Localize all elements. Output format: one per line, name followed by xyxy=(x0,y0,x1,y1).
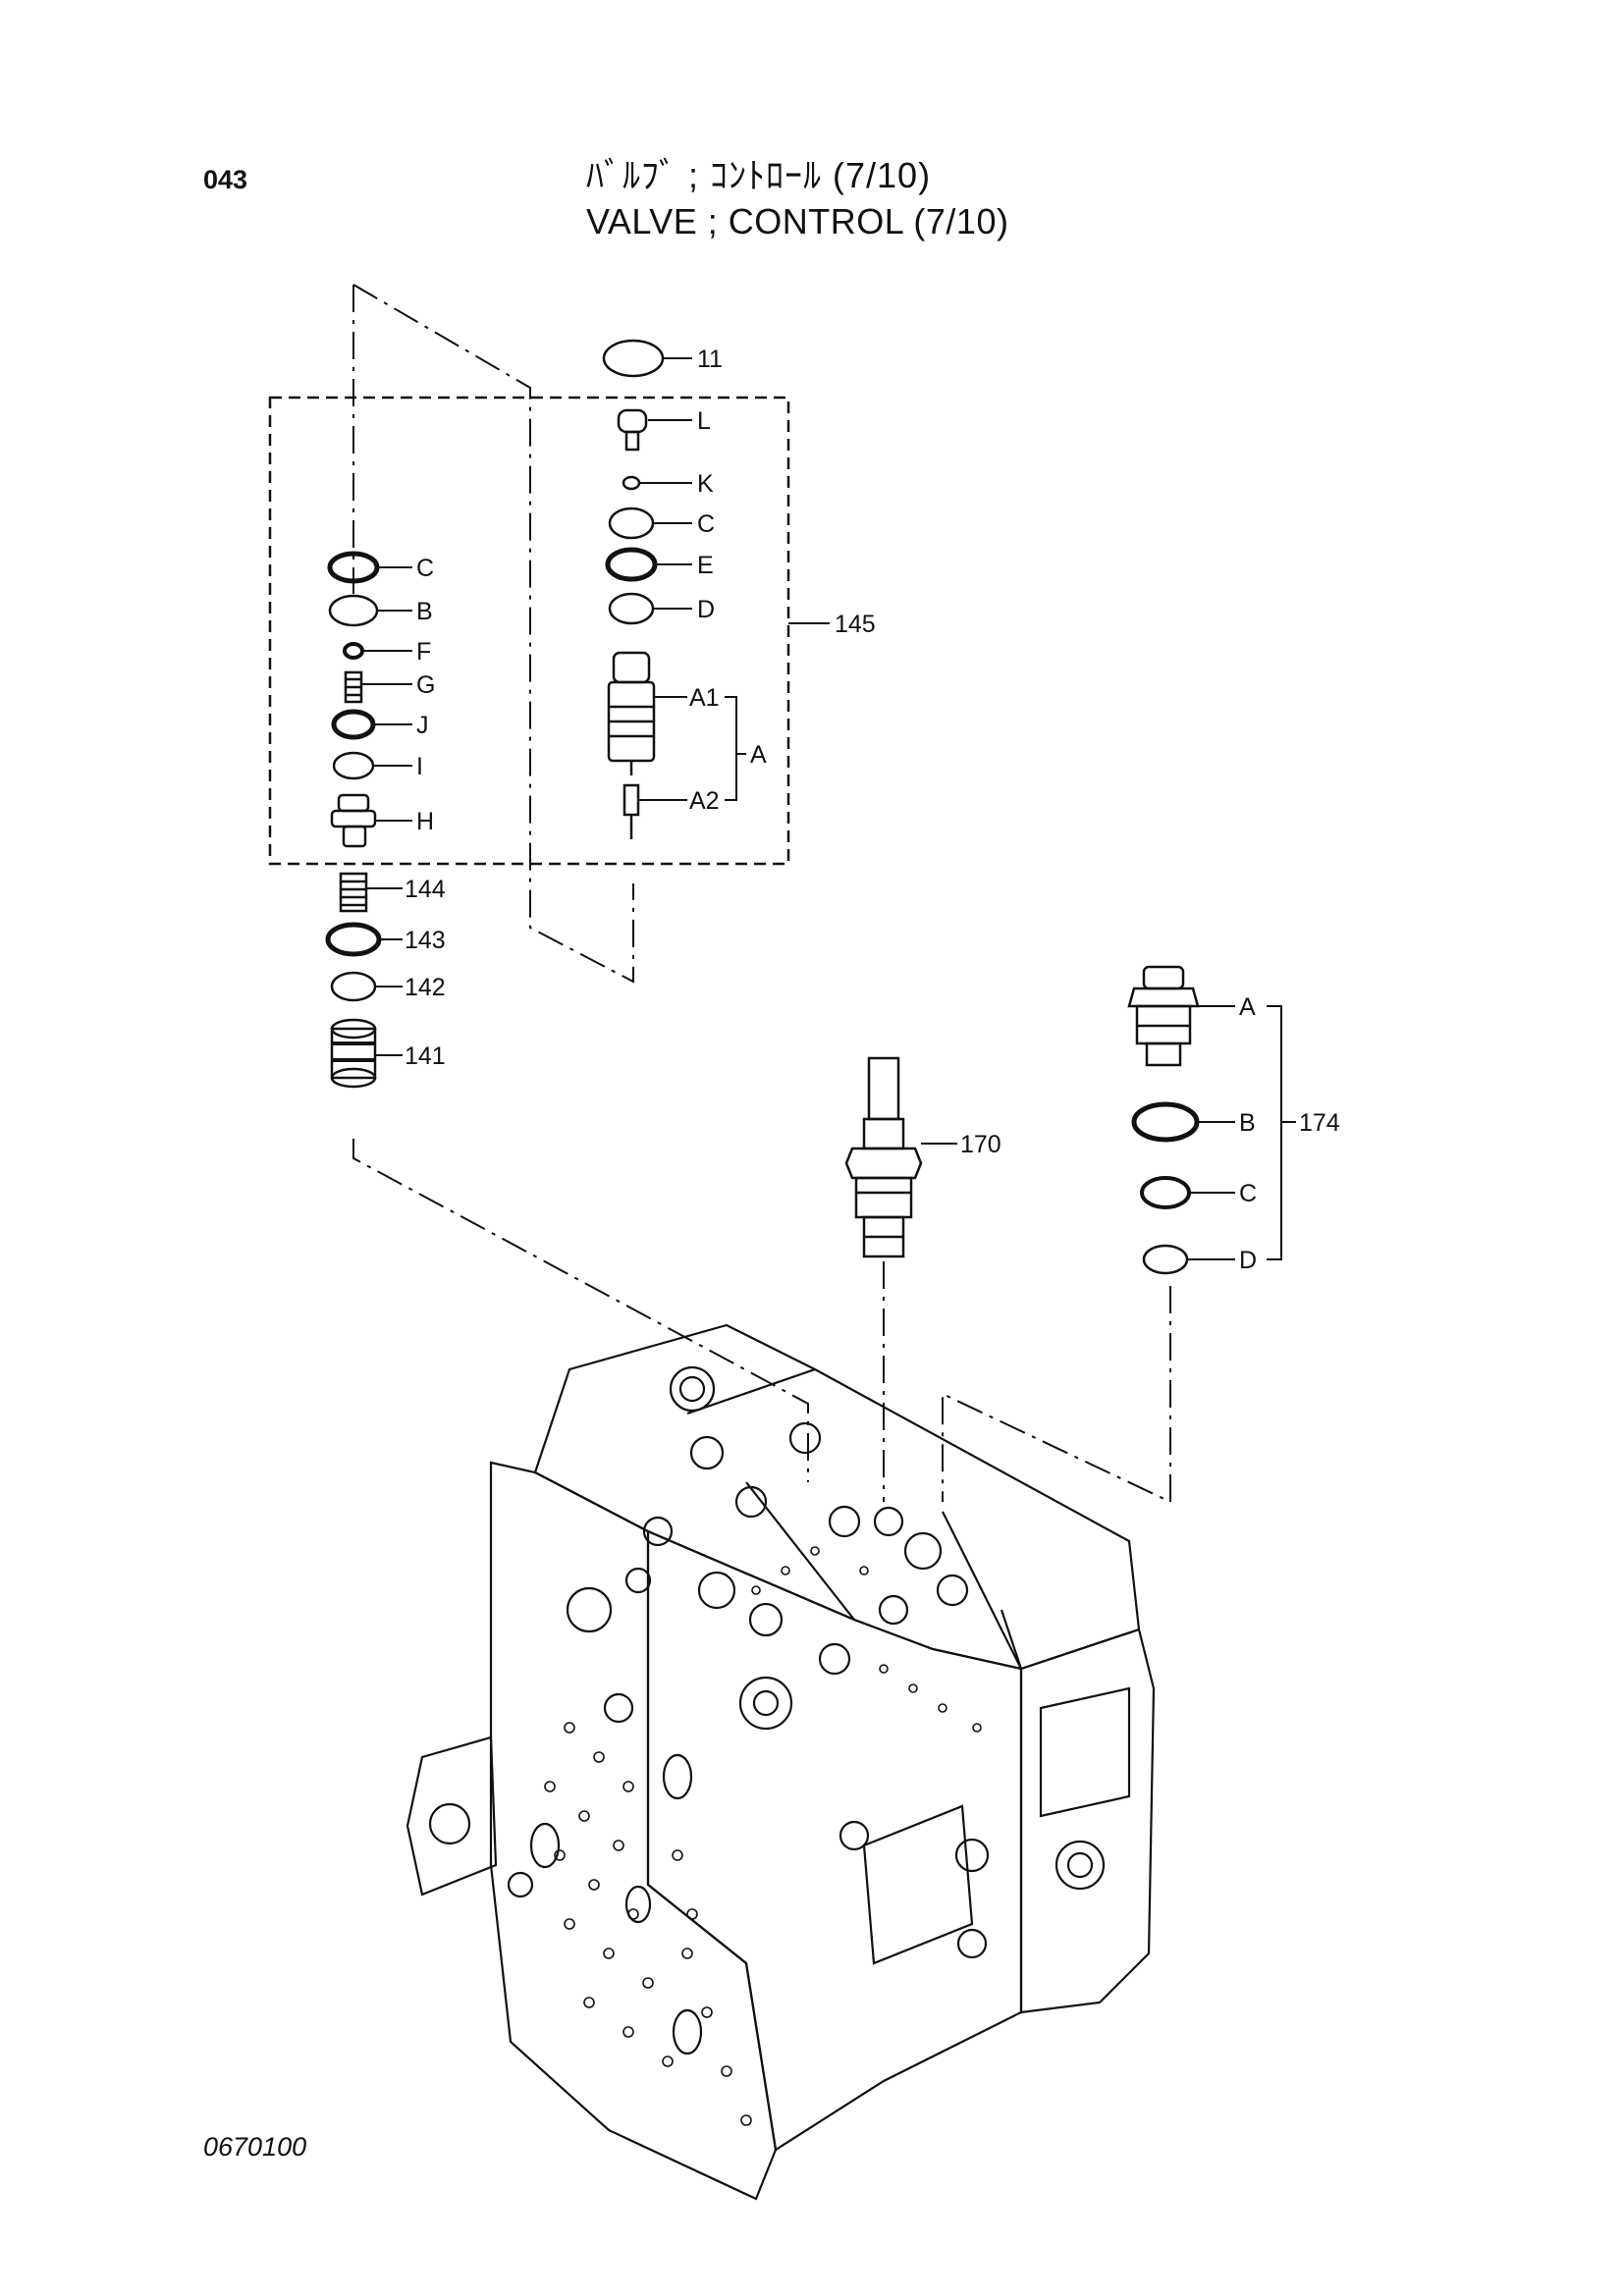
label-144: 144 xyxy=(405,876,446,903)
ring-142 xyxy=(330,971,377,1002)
bracket-A xyxy=(725,696,737,801)
ring-143 xyxy=(325,922,382,957)
label-I: I xyxy=(416,753,423,780)
label-A2: A2 xyxy=(689,787,720,815)
label-170: 170 xyxy=(960,1131,1001,1158)
label-J: J xyxy=(416,712,429,739)
label-11: 11 xyxy=(697,346,723,373)
label-E: E xyxy=(697,552,714,579)
ring-B-left xyxy=(328,594,379,627)
ring-C-174 xyxy=(1140,1176,1191,1209)
label-B-left: B xyxy=(416,598,433,625)
label-H: H xyxy=(416,808,434,835)
sleeve-141 xyxy=(330,1018,377,1089)
label-A1: A1 xyxy=(689,684,720,712)
label-C-left: C xyxy=(416,555,434,582)
label-D-right: D xyxy=(697,596,715,623)
ring-E xyxy=(605,547,658,582)
spring-pin-A2 xyxy=(622,783,640,839)
label-145: 145 xyxy=(835,611,876,638)
seat-H xyxy=(330,793,377,848)
label-G: G xyxy=(416,671,435,699)
ring-D-right xyxy=(608,592,655,625)
ring-I xyxy=(332,751,375,780)
label-B-174: B xyxy=(1239,1109,1256,1137)
label-A-174: A xyxy=(1239,993,1256,1021)
label-174: 174 xyxy=(1299,1109,1340,1137)
label-A: A xyxy=(750,741,767,769)
bracket-174 xyxy=(1267,1005,1282,1260)
callout-labels: 11 L K C E D 145 A1 A A2 C B F G J I H 1… xyxy=(405,346,1340,1274)
label-L: L xyxy=(697,407,711,435)
control-valve-body xyxy=(406,1323,1156,2201)
ring-J xyxy=(331,709,376,740)
label-C-174: C xyxy=(1239,1180,1257,1207)
title-japanese: ﾊﾞﾙﾌﾞ ; ｺﾝﾄﾛｰﾙ (7/10) xyxy=(586,155,932,195)
label-F: F xyxy=(416,638,431,666)
plug-L xyxy=(617,408,648,452)
label-C-right: C xyxy=(697,510,715,538)
poppet-A1 xyxy=(607,651,656,775)
label-K: K xyxy=(697,470,714,498)
ring-D-174 xyxy=(1142,1244,1189,1275)
spring-G xyxy=(344,670,363,704)
assembly-guide-lines xyxy=(352,284,1171,1504)
label-142: 142 xyxy=(405,974,446,1001)
relief-valve-170 xyxy=(844,1056,923,1258)
label-D-174: D xyxy=(1239,1247,1257,1274)
ring-C-right xyxy=(608,507,655,540)
ball-F xyxy=(343,642,364,660)
ring-B-174 xyxy=(1131,1101,1200,1143)
label-141: 141 xyxy=(405,1042,446,1070)
title-english: VALVE ; CONTROL (7/10) xyxy=(586,201,1009,241)
plug-A-174 xyxy=(1127,965,1200,1067)
drawing-id: 0670100 xyxy=(203,2132,307,2162)
assembly-145-boundary xyxy=(268,396,790,866)
o-ring-K xyxy=(622,475,641,491)
spring-144 xyxy=(339,872,368,913)
label-143: 143 xyxy=(405,927,446,954)
page-number: 043 xyxy=(203,165,248,194)
o-ring-11 xyxy=(602,339,665,378)
